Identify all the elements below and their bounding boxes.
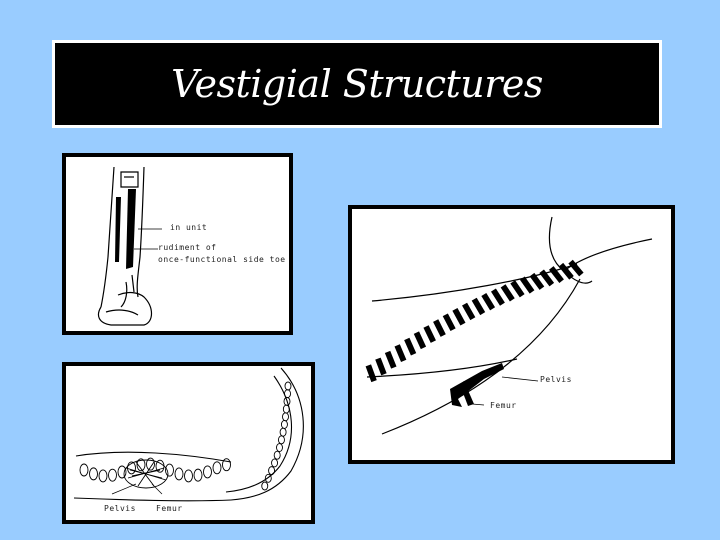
whale-vertebra (558, 262, 574, 280)
snake-skeleton-drawing (73, 367, 304, 502)
whale-vertebra (404, 337, 417, 356)
snake-vertebra (261, 481, 269, 491)
snake-vertebra (174, 467, 184, 481)
snake-skeleton-figure: Pelvis Femur (62, 362, 315, 524)
whale-vertebra (413, 331, 427, 350)
label-rudiment-line2: once-functional side toe (158, 255, 286, 264)
snake-vertebra (165, 463, 174, 477)
whale-vertebra (481, 292, 496, 311)
snake-vertebra (271, 458, 278, 468)
snake-vertebra (117, 465, 127, 479)
snake-vertebra (284, 389, 291, 399)
snake-vertebra (273, 450, 281, 460)
whale-vertebra (471, 297, 486, 316)
whale-vertebra (568, 259, 584, 277)
snake-vertebra (268, 466, 276, 476)
snake-vertebra (108, 468, 117, 482)
whale-vertebra (462, 302, 476, 321)
snake-vertebra (98, 469, 108, 483)
whale-skeleton-drawing (365, 216, 653, 435)
whale-vertebra (442, 313, 456, 332)
label-whale-femur: Femur (490, 401, 517, 410)
snake-vertebra (278, 435, 285, 445)
snake-vertebra (127, 461, 136, 475)
whale-vertebra (549, 266, 564, 283)
whale-vertebra (433, 319, 446, 337)
snake-vertebra (222, 458, 231, 472)
label-snake-femur: Femur (156, 504, 183, 513)
whale-vertebra (384, 350, 397, 369)
snake-vertebra (284, 381, 292, 391)
whale-vertebra (490, 288, 505, 306)
whale-vertebra (510, 280, 525, 298)
snake-vertebra (264, 473, 272, 483)
snake-vertebra (146, 457, 155, 471)
label-joint: in unit (170, 223, 208, 232)
whale-vertebra (519, 276, 535, 294)
whale-vertebra (500, 284, 515, 302)
title-banner: Vestigial Structures (52, 40, 662, 128)
label-whale-pelvis: Pelvis (540, 375, 572, 384)
label-rudiment-line1: rudiment of (158, 243, 217, 252)
snake-vertebra (282, 404, 290, 414)
snake-vertebra (282, 412, 289, 422)
slide-title: Vestigial Structures (171, 62, 543, 106)
snake-vertebra (184, 469, 193, 483)
horse-leg-drawing (97, 166, 162, 326)
horse-leg-figure: in unit rudiment of once-functional side… (62, 153, 293, 335)
whale-vertebra (394, 344, 407, 362)
snake-vertebra (279, 427, 287, 437)
whale-vertebra (365, 364, 377, 383)
snake-vertebra (280, 420, 288, 429)
snake-vertebra (203, 465, 212, 479)
label-snake-pelvis: Pelvis (104, 504, 136, 513)
snake-vertebra (136, 458, 146, 472)
whale-vertebra (452, 307, 466, 326)
whale-vertebra (375, 357, 387, 376)
snake-vertebra (79, 463, 89, 477)
whale-vertebra (529, 272, 545, 290)
snake-vertebra (89, 467, 98, 481)
whale-vertebra (539, 269, 555, 287)
snake-vertebra (212, 461, 222, 475)
snake-vertebra (276, 443, 283, 452)
snake-vertebra (193, 468, 203, 482)
whale-skeleton-figure: Pelvis Femur (348, 205, 675, 464)
whale-vertebra (423, 325, 436, 343)
